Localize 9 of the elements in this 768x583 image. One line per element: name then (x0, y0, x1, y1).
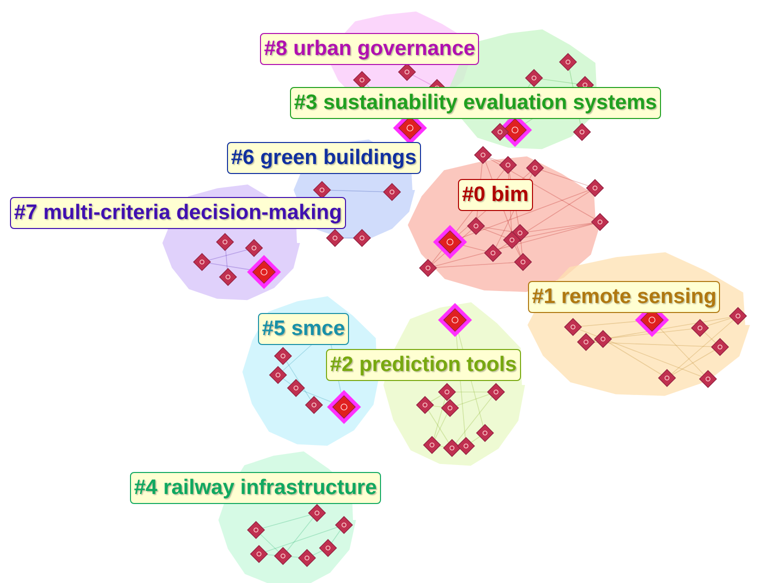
cluster-label: #6 green buildings (227, 142, 421, 174)
cluster-label: #4 railway infrastructure (130, 472, 381, 504)
cluster-label: #2 prediction tools (326, 349, 521, 381)
cluster-label: #3 sustainability evaluation systems (290, 87, 661, 119)
cluster-label: #8 urban governance (260, 33, 480, 65)
cluster-label: #1 remote sensing (528, 281, 720, 313)
cluster-label: #0 bim (458, 179, 533, 211)
cluster-label: #7 multi-criteria decision-making (10, 197, 346, 229)
cluster-label: #5 smce (258, 313, 349, 345)
